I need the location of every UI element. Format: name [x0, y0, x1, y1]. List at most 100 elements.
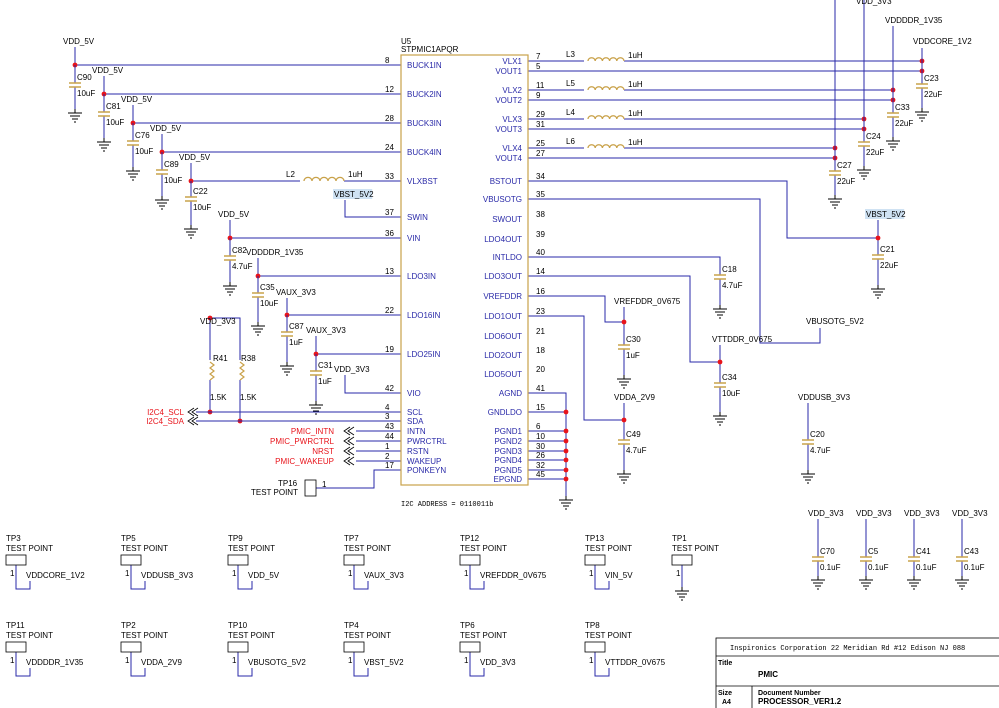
inductor-value: 1uH	[628, 109, 643, 118]
ic-pin-number: 9	[536, 91, 541, 100]
net-label: VDD_5V	[218, 210, 250, 219]
capacitor-value: 4.7uF	[232, 262, 253, 271]
ic-part: STPMIC1APQR	[401, 45, 459, 54]
junction-dot	[563, 409, 569, 415]
test-point-body	[584, 641, 606, 653]
test-point-ref: TP6	[460, 621, 475, 630]
company-address: Inspironics Corporation 22 Meridian Rd #…	[730, 645, 965, 653]
offpage-connector	[187, 416, 199, 426]
test-point-pin: 1	[10, 656, 15, 665]
capacitor-ref: C89	[164, 160, 179, 169]
test-point-net: VDD_5V	[248, 571, 280, 580]
junction-dot	[563, 448, 569, 454]
parts-layer: BUCK1IN8BUCK2IN12BUCK3IN28BUCK4IN24VLXBS…	[5, 0, 988, 667]
wire	[237, 652, 253, 677]
test-point-label: TEST POINT	[6, 544, 53, 553]
test-point-body	[227, 554, 249, 566]
test-point-label: TEST POINT	[121, 544, 168, 553]
ic-pin-name: VIN	[407, 234, 421, 243]
test-point-pin: 1	[232, 656, 237, 665]
capacitor-ref: C30	[626, 335, 641, 344]
ic-pin-number: 42	[385, 384, 394, 393]
ic-pin-name: LDO2OUT	[484, 351, 522, 360]
net-highlight	[333, 189, 373, 199]
capacitor-value: 10uF	[193, 203, 211, 212]
capacitor-ref: C22	[193, 187, 208, 196]
ic-pin-number: 4	[385, 403, 390, 412]
test-point-net: VAUX_3V3	[364, 571, 404, 580]
capacitor-value: 4.7uF	[722, 281, 743, 290]
test-point-net: VDDUSB_3V3	[141, 571, 194, 580]
capacitor-ref: C87	[289, 322, 304, 331]
ic-pin-number: 19	[385, 345, 394, 354]
inductor-ref: L2	[286, 170, 295, 179]
ic-pin-number: 35	[536, 190, 545, 199]
junction-dot	[875, 235, 881, 241]
net-label: VDD_3V3	[904, 509, 940, 518]
ic-pin-number: 44	[385, 432, 394, 441]
test-point-ref: TP5	[121, 534, 136, 543]
ic-pin-name: SWIN	[407, 213, 428, 222]
ic-pin-number: 21	[536, 327, 545, 336]
test-point-pin: 1	[348, 569, 353, 578]
test-point-label: TEST POINT	[228, 544, 275, 553]
test-point-net: VBST_5V2	[364, 658, 404, 667]
wire	[344, 375, 401, 394]
ic-pin-number: 6	[536, 422, 541, 431]
wire	[594, 565, 610, 590]
capacitor-value: 22uF	[924, 90, 942, 99]
capacitor-value: 1uF	[289, 338, 303, 347]
test-point-pin: 1	[125, 569, 130, 578]
capacitor-ref: C27	[837, 161, 852, 170]
test-point-body	[120, 641, 142, 653]
capacitor-value: 22uF	[837, 177, 855, 186]
capacitor-value: 10uF	[722, 389, 740, 398]
title-block: Inspironics Corporation 22 Meridian Rd #…	[715, 637, 999, 708]
test-point-body	[459, 641, 481, 653]
control-net-label: PMIC_WAKEUP	[275, 457, 334, 466]
net-label: VDD_5V	[179, 153, 211, 162]
wire	[353, 652, 369, 677]
wire	[528, 392, 567, 496]
ic-pin-number: 30	[536, 442, 545, 451]
offpage-connector	[343, 426, 355, 436]
ic-pin-name: VLX4	[502, 144, 522, 153]
ic-pin-number: 33	[385, 172, 394, 181]
test-point-label: TEST POINT	[585, 544, 632, 553]
ic-pin-number: 27	[536, 149, 545, 158]
test-point-pin: 1	[589, 656, 594, 665]
capacitor-ref: C31	[318, 361, 333, 370]
capacitor-ref: C76	[135, 131, 150, 140]
wire	[130, 565, 146, 590]
ic-pin-name: LDO16IN	[407, 311, 441, 320]
net-label: VDD_5V	[92, 66, 124, 75]
wire	[257, 258, 401, 277]
capacitor-ref: C18	[722, 265, 737, 274]
net-label: VREFDDR_0V675	[614, 297, 681, 306]
wire	[528, 198, 821, 344]
ic-pin-name: BUCK2IN	[407, 90, 442, 99]
ic-pin-number: 37	[385, 208, 394, 217]
capacitor-value: 10uF	[164, 176, 182, 185]
ic-pin-name: VREFDDR	[483, 292, 522, 301]
ic-pin-name: VIO	[407, 389, 421, 398]
wire	[528, 295, 624, 323]
capacitor-value: 22uF	[866, 148, 884, 157]
wire	[15, 565, 31, 590]
control-net-label: PMIC_INTN	[291, 427, 334, 436]
capacitor-ref: C90	[77, 73, 92, 82]
capacitor-value: 4.7uF	[810, 446, 831, 455]
ic-pin-number: 31	[536, 120, 545, 129]
test-point-body	[5, 554, 27, 566]
ic-body	[400, 54, 529, 486]
inductor-ref: L4	[566, 108, 575, 117]
junction-dot	[563, 476, 569, 482]
ic-pin-name: SCL	[407, 408, 423, 417]
test-point-net: VIN_5V	[605, 571, 633, 580]
resistor-ref: R38	[241, 354, 256, 363]
control-net-label: PMIC_PWRCTRL	[270, 437, 335, 446]
capacitor-value: 22uF	[895, 119, 913, 128]
wire	[528, 315, 624, 421]
wire	[286, 298, 401, 316]
